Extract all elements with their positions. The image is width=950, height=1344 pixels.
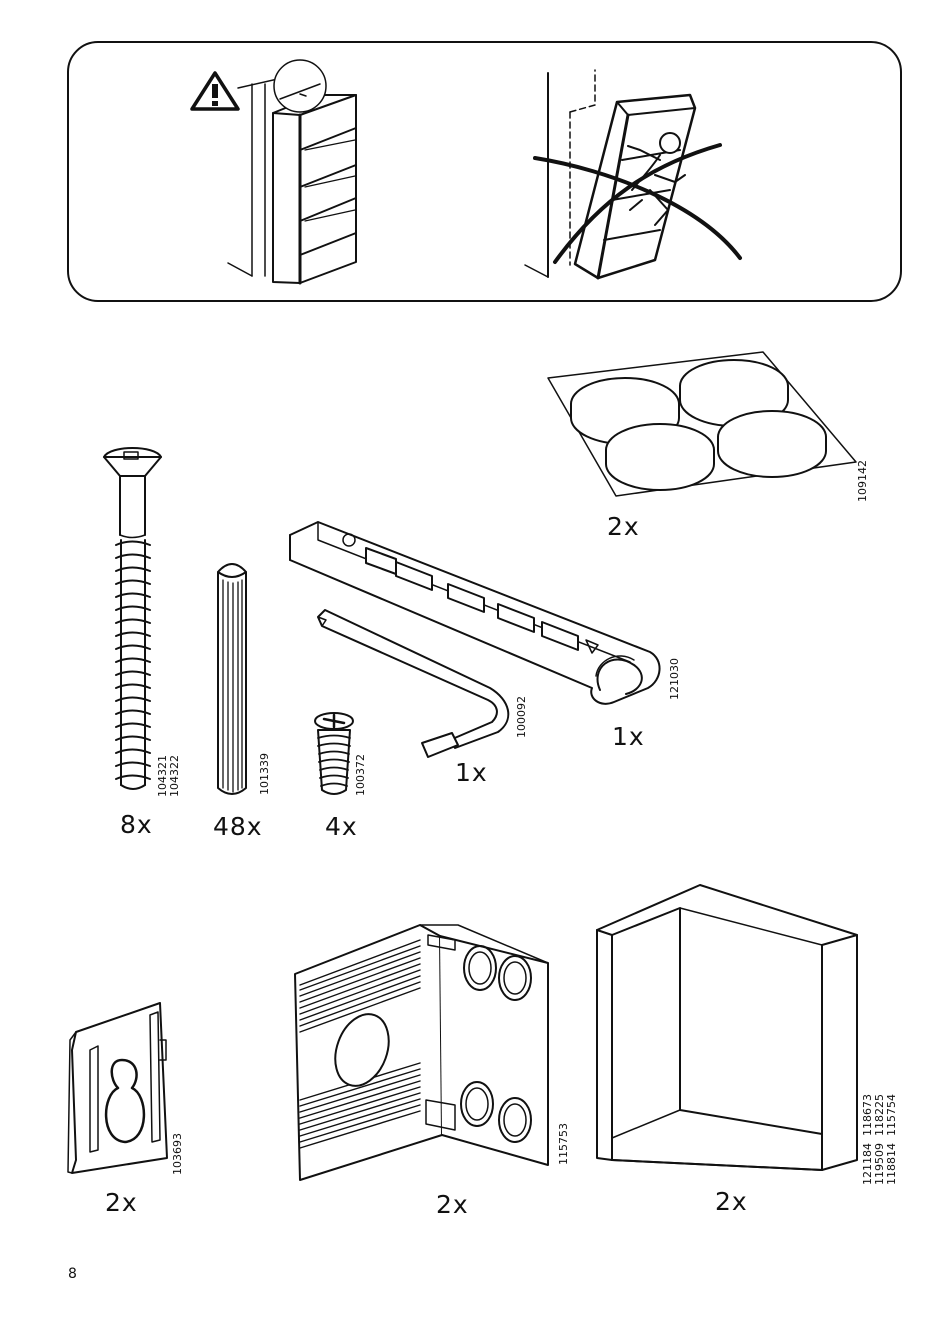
- qty-corner-bracket: 2x: [436, 1190, 469, 1219]
- shelf-against-wall: [228, 60, 356, 283]
- warning-frame: [68, 42, 901, 301]
- code-drilling-jig: 121030: [669, 658, 681, 700]
- qty-long-screw: 8x: [120, 810, 153, 839]
- corner-bracket: [295, 925, 548, 1180]
- qty-wall-bracket: 2x: [105, 1188, 138, 1217]
- drilling-jig: [290, 522, 660, 704]
- qty-dowel: 48x: [213, 812, 263, 841]
- felt-pads-sheet: [548, 352, 856, 496]
- code-wall-bracket: 103693: [172, 1133, 184, 1175]
- code-short-screw: 100372: [355, 754, 367, 796]
- short-screw: [315, 713, 353, 794]
- code-corner-bracket: 115753: [558, 1123, 570, 1165]
- qty-felt-pads: 2x: [607, 512, 640, 541]
- qty-allen-key: 1x: [455, 758, 488, 787]
- long-screw: [104, 448, 161, 789]
- code-allen-key: 100092: [516, 696, 528, 738]
- warning-triangle-icon: [192, 73, 282, 109]
- code-dowel: 101339: [259, 753, 271, 795]
- page-number: 8: [68, 1266, 77, 1282]
- dowel: [218, 564, 246, 794]
- qty-drilling-jig: 1x: [612, 722, 645, 751]
- code-long-screw: 104321 104322: [157, 755, 181, 797]
- qty-corner-panel: 2x: [715, 1187, 748, 1216]
- code-corner-panel: 121184 118673 119509 118225 118814 11575…: [862, 1094, 898, 1185]
- shelf-tipping-crossed: [525, 70, 740, 278]
- wall-bracket: [68, 1003, 167, 1173]
- corner-panel: [597, 885, 857, 1170]
- code-felt-pads: 109142: [857, 460, 869, 502]
- qty-short-screw: 4x: [325, 812, 358, 841]
